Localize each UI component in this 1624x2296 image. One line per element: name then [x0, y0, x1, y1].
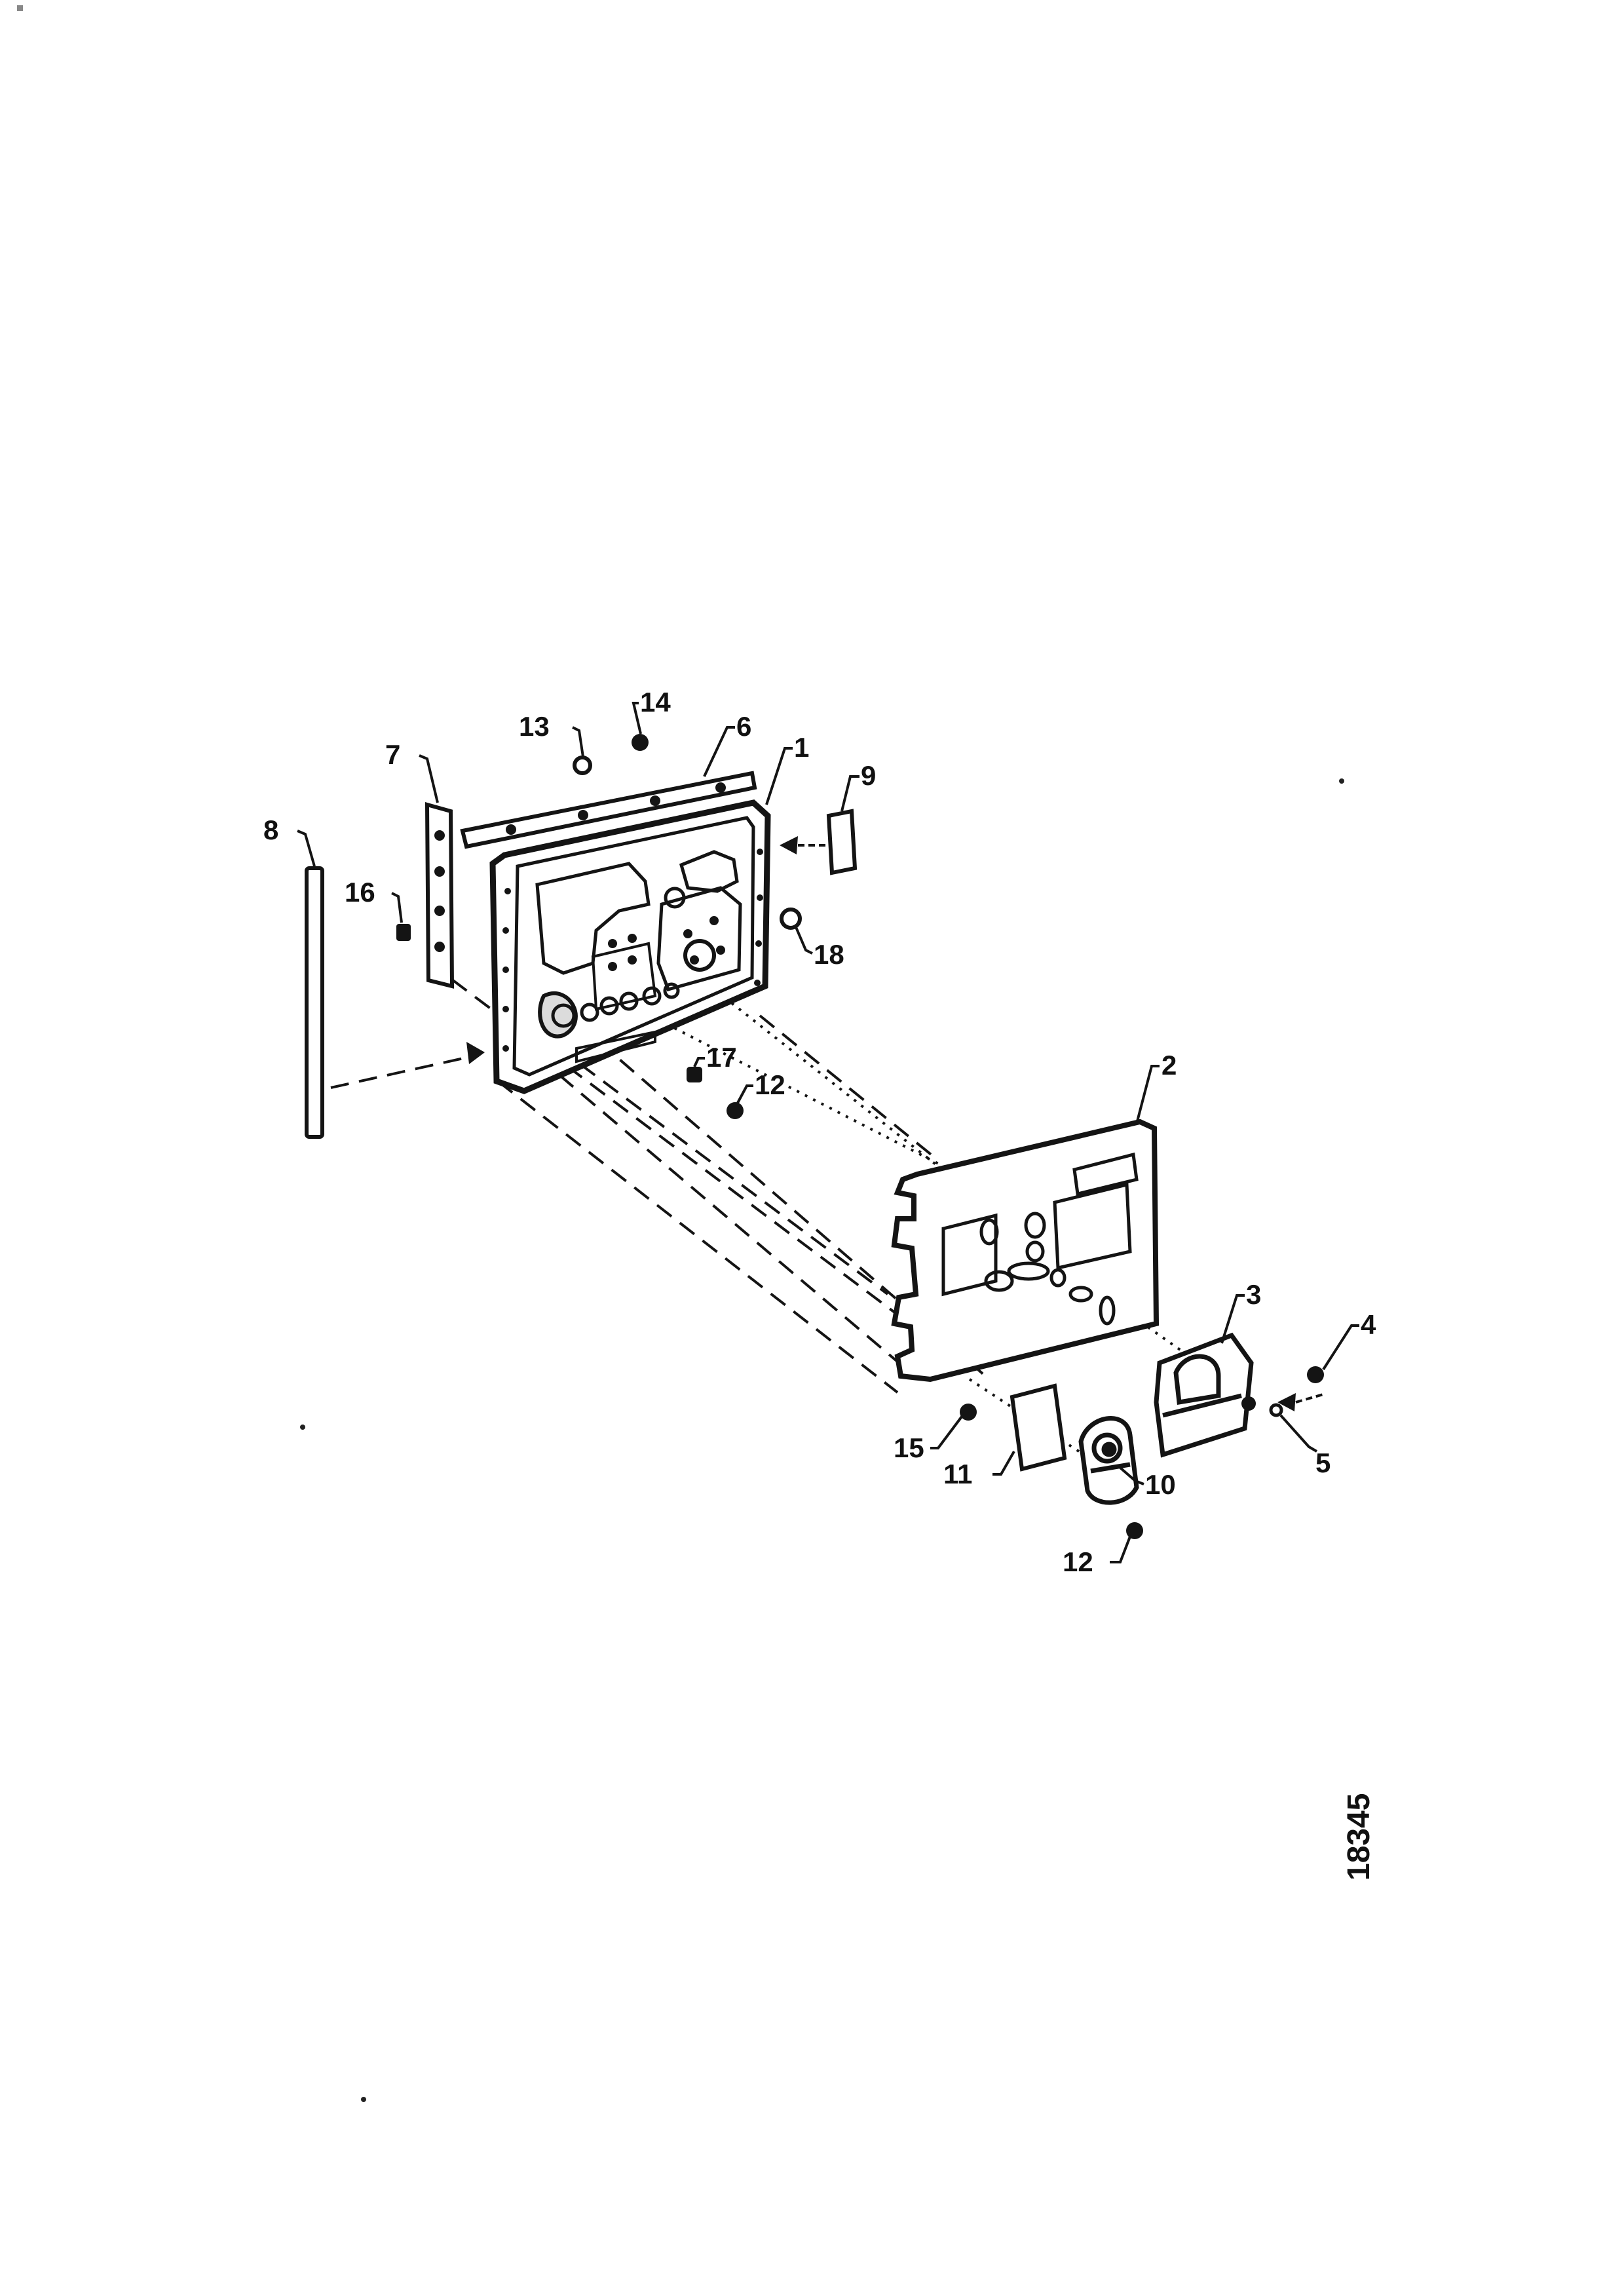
- callout-18: 18: [814, 939, 844, 970]
- callout-15: 15: [894, 1432, 924, 1463]
- callout-labels: 1 2 3 4 5 6 7 8 9 10 11 12 12 13 14 15 1…: [263, 687, 1376, 1577]
- scan-specks: [17, 5, 1344, 2102]
- plug-17: [687, 1067, 702, 1082]
- callout-10: 10: [1145, 1469, 1176, 1500]
- washer-13: [573, 756, 592, 775]
- callout-leaders: [297, 702, 1359, 1563]
- fasteners: [396, 734, 1324, 1539]
- arrow-icon: [466, 836, 1324, 1411]
- callout-8: 8: [263, 814, 278, 845]
- callout-12-upper: 12: [755, 1069, 785, 1100]
- callout-12-lower: 12: [1063, 1546, 1093, 1577]
- bushing-16: [396, 924, 411, 941]
- figure-number: 18345: [1342, 1793, 1376, 1881]
- side-bracket-part: [425, 802, 455, 989]
- cover-plate-part: [826, 809, 858, 875]
- callout-4: 4: [1361, 1309, 1376, 1340]
- callout-1: 1: [794, 732, 809, 763]
- callout-13: 13: [519, 711, 550, 742]
- callout-2: 2: [1161, 1050, 1177, 1081]
- callout-14: 14: [640, 687, 671, 718]
- seal-strip-part: [305, 866, 324, 1139]
- nut-15: [960, 1404, 977, 1421]
- callout-11: 11: [943, 1459, 972, 1489]
- callout-17: 17: [706, 1042, 737, 1073]
- top-strip-part: [460, 771, 757, 849]
- callout-5: 5: [1315, 1447, 1331, 1478]
- callout-9: 9: [861, 760, 876, 791]
- nut-12-upper: [727, 1102, 744, 1119]
- callout-6: 6: [736, 711, 751, 742]
- nut-14: [632, 734, 649, 751]
- housing-frame-part: [489, 799, 771, 1094]
- gasket-plate-part: [891, 1119, 1160, 1383]
- valve-body-part: [1078, 1416, 1139, 1505]
- nut-4: [1307, 1366, 1324, 1383]
- washer-5: [1269, 1403, 1283, 1417]
- callout-16: 16: [345, 877, 375, 908]
- bracket-part: [1154, 1332, 1254, 1458]
- ring-18: [780, 908, 802, 930]
- small-gasket-part: [1010, 1383, 1067, 1472]
- callout-7: 7: [385, 739, 400, 770]
- nut-12-lower: [1126, 1522, 1143, 1539]
- callout-3: 3: [1246, 1279, 1261, 1310]
